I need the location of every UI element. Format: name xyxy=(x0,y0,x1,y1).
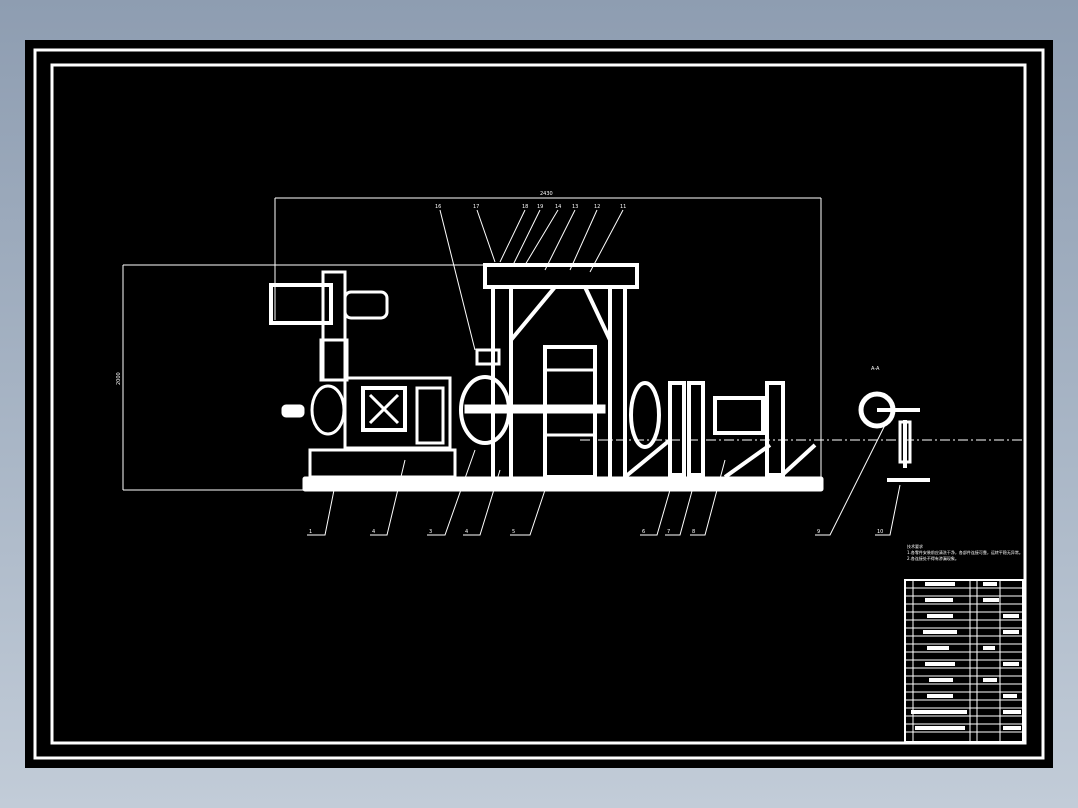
leader-13 xyxy=(544,209,576,271)
outer-frame xyxy=(33,48,1045,760)
title-block xyxy=(904,579,1024,743)
balloon-13: 13 xyxy=(572,204,578,210)
notes-heading: 技术要求 xyxy=(907,544,923,549)
balloon-6: 6 xyxy=(642,529,645,535)
notes-line-1: 1.各零件安装前应清洗干净，各部件连接可靠，运转平稳无异常。 xyxy=(907,550,1023,555)
dimension-top-label: 2430 xyxy=(540,191,553,197)
balloon-3: 3 xyxy=(429,529,432,535)
balloon-14: 14 xyxy=(555,204,561,210)
leader-14 xyxy=(524,209,559,266)
leader-18 xyxy=(499,209,526,263)
balloon-4: 4 xyxy=(465,529,468,535)
balloon-17: 17 xyxy=(473,204,479,210)
balloon-8: 8 xyxy=(692,529,695,535)
balloon-12: 12 xyxy=(594,204,600,210)
overall-length-dimension xyxy=(274,197,822,480)
balloon-5: 5 xyxy=(512,529,515,535)
base-frame xyxy=(302,476,824,492)
technical-notes: 技术要求 1.各零件安装前应清洗干净，各部件连接可靠，运转平稳无异常。 2.各连… xyxy=(907,544,1023,562)
balloon-11: 11 xyxy=(620,204,626,210)
leader-16 xyxy=(439,209,476,351)
balloon-10: 10 xyxy=(877,529,883,535)
cad-drawing: 2430 2000 16 17 18 19 14 13 12 11 1 4 3 … xyxy=(33,48,1045,760)
balloon-9: 9 xyxy=(817,529,820,535)
leader-12 xyxy=(569,209,598,271)
motor-top xyxy=(269,283,333,325)
balloon-18: 18 xyxy=(522,204,528,210)
drawing-sheet: 2430 2000 16 17 18 19 14 13 12 11 1 4 3 … xyxy=(25,40,1053,768)
balloon-7: 7 xyxy=(667,529,670,535)
leader-11 xyxy=(589,209,624,273)
side-view-label: A-A xyxy=(871,366,880,372)
dimension-left-label: 2000 xyxy=(116,372,122,385)
balloon-19: 19 xyxy=(537,204,543,210)
inner-frame xyxy=(50,63,1027,745)
leader-19 xyxy=(512,209,541,266)
central-cylinder xyxy=(543,345,597,479)
gantry-frame xyxy=(483,263,639,289)
balloon-16: 16 xyxy=(435,204,441,210)
balloon-2: 4 xyxy=(372,529,375,535)
overall-height-dimension xyxy=(122,264,495,491)
gear-hub xyxy=(629,381,661,449)
notes-line-2: 2.各连接处不得有渗漏现象。 xyxy=(907,556,959,561)
balloon-1: 1 xyxy=(309,529,312,535)
leader-17 xyxy=(476,209,496,263)
